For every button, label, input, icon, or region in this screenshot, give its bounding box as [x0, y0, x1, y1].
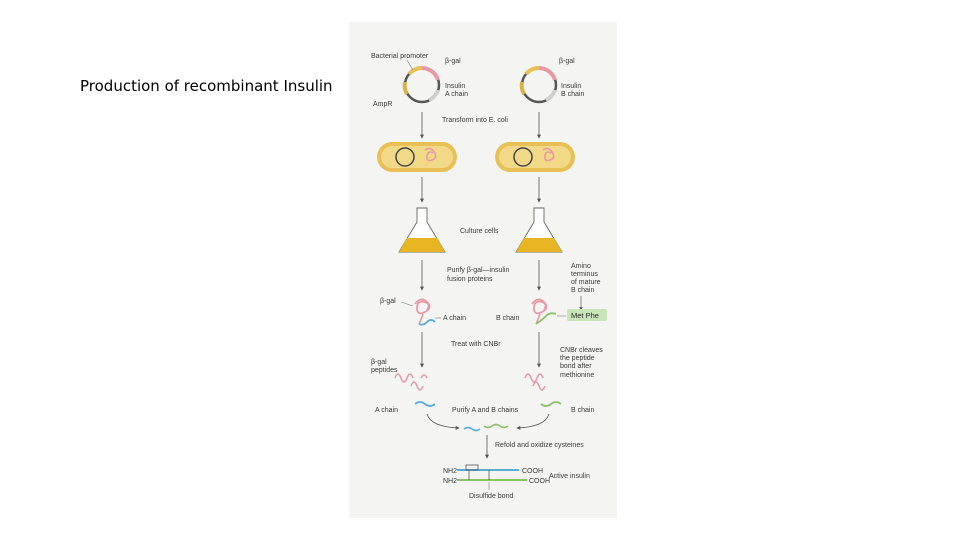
free-b-chain [540, 401, 562, 407]
mixed-b-chain [483, 423, 509, 429]
label-b-chain-free: B chain [571, 407, 594, 414]
label-insulin-a: Insulin [445, 83, 465, 90]
note-amino-3: of mature [571, 279, 601, 286]
step-culture: Culture cells [460, 228, 499, 235]
met-phe-box [567, 309, 607, 321]
note-amino-2: terminus [571, 271, 598, 278]
step-purify-ab: Purify A and B chains [452, 407, 519, 414]
plasmid-b [519, 65, 558, 104]
note-met-phe: Met Phe [571, 311, 599, 320]
bgal-peptides-a [394, 373, 428, 391]
note-cnbr-4: methionine [560, 372, 594, 379]
step-purify-fusion-2: fusion proteins [447, 276, 493, 283]
label-insulin-b: Insulin [561, 83, 581, 90]
mixed-a-chain [463, 426, 481, 432]
step-purify-fusion-1: Purify β-gal—insulin [447, 267, 509, 274]
label-bgal-left: β-gal [445, 58, 461, 65]
note-cnbr-1: CNBr cleaves [560, 347, 603, 354]
step-treat-cnbr: Treat with CNBr [451, 341, 501, 348]
bgal-peptides-b [524, 373, 546, 391]
note-amino-4: B chain [571, 287, 594, 294]
label-a-chain-free: A chain [375, 407, 398, 414]
label-a-chain-fusion: A chain [443, 315, 466, 322]
label-nh2-bottom: NH2 [443, 478, 457, 485]
figure-paper [349, 22, 617, 518]
fusion-protein-b [531, 298, 557, 325]
flask-a [398, 207, 446, 253]
step-refold: Refold and oxidize cysteines [495, 442, 584, 449]
plasmid-a [402, 65, 441, 104]
label-bgal-peptides-2: peptides [371, 367, 398, 374]
label-disulfide-bond: Disulfide bond [469, 493, 513, 500]
step-transform: Transform into E. coli [442, 117, 508, 124]
label-b-chain-fusion: B chain [496, 315, 519, 322]
label-bgal-fusion: β-gal [380, 298, 396, 305]
label-ampr: AmpR [373, 101, 392, 108]
active-insulin-diagram [457, 464, 527, 481]
label-bacterial-promoter: Bacterial promoter [371, 53, 429, 60]
recombinant-insulin-figure: Bacterial promoter β-gal Insulin A chain… [349, 22, 617, 518]
label-nh2-top: NH2 [443, 468, 457, 475]
flask-b [515, 207, 563, 253]
free-a-chain [414, 401, 436, 407]
label-cooh-top: COOH [522, 468, 543, 475]
label-a-chain-plasmid: A chain [445, 91, 468, 98]
fusion-protein-a [414, 298, 436, 326]
label-bgal-peptides-1: β-gal [371, 359, 387, 366]
label-cooh-bottom: COOH [529, 478, 550, 485]
label-bgal-right: β-gal [559, 58, 575, 65]
ecoli-cell-a [377, 142, 457, 172]
note-cnbr-3: bond after [560, 363, 592, 370]
note-cnbr-2: the peptide [560, 355, 595, 362]
figure-svg: Bacterial promoter β-gal Insulin A chain… [349, 22, 617, 518]
note-amino-1: Amino [571, 263, 591, 270]
label-b-chain-plasmid: B chain [561, 91, 584, 98]
label-active-insulin: Active insulin [549, 473, 590, 480]
ecoli-cell-b [495, 142, 575, 172]
slide-title: Production of recombinant Insulin [80, 77, 333, 95]
